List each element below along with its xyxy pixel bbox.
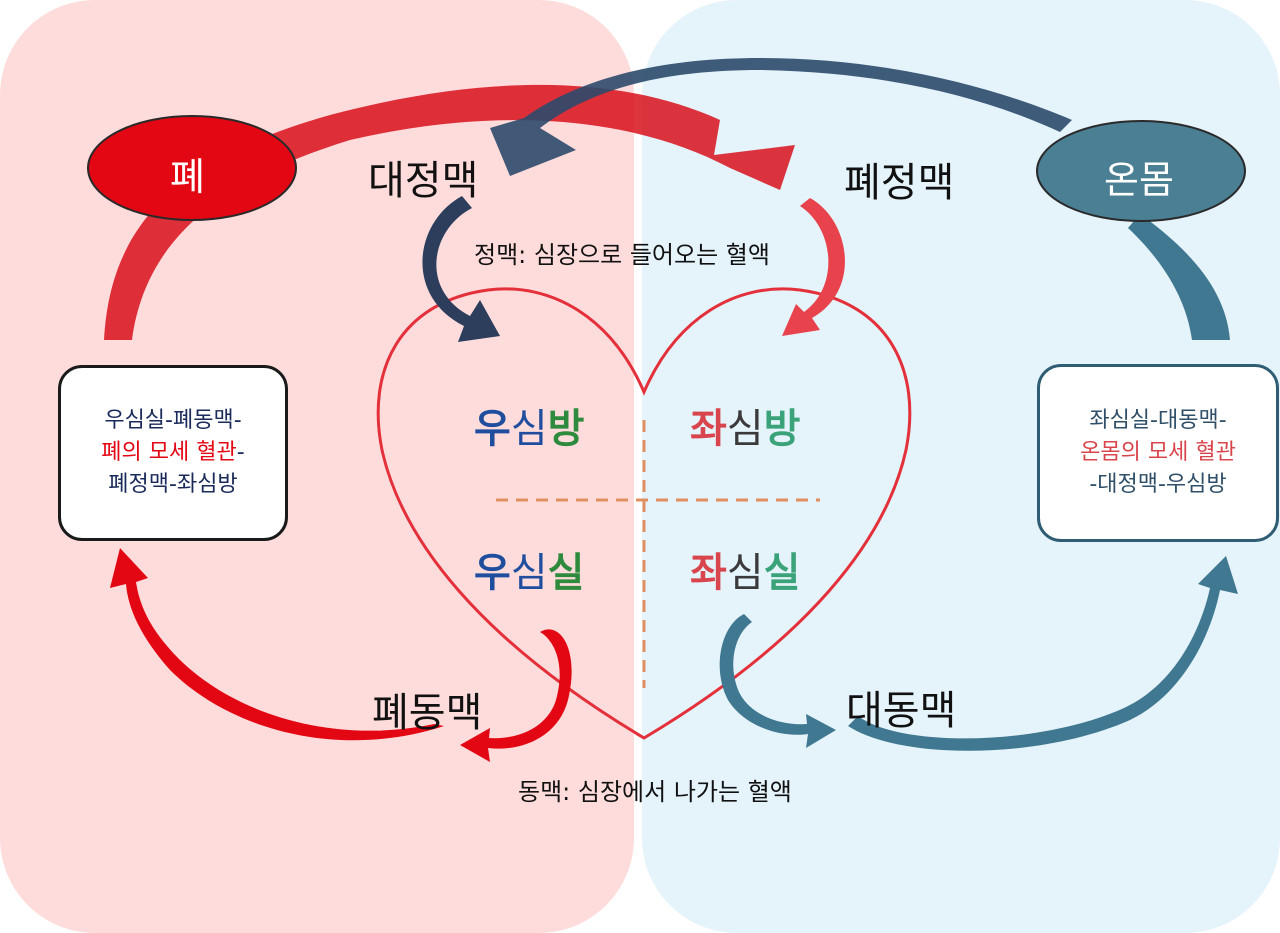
artery-definition-note: 동맥: 심장에서 나가는 혈액 xyxy=(518,778,792,806)
left-ventricle-to-aorta-arrow xyxy=(719,614,836,748)
body-descending-arrow xyxy=(1128,214,1230,340)
left-atrium-suffix: 방 xyxy=(763,406,801,452)
vena-cava-to-right-atrium-arrow xyxy=(422,196,500,342)
left-ventricle-prefix: 좌 xyxy=(690,550,727,596)
left-atrium-label: 좌심방 xyxy=(690,396,800,454)
pulmonary-box-line-1: 우심실-폐동맥- xyxy=(104,408,242,433)
vein-definition-note: 정맥: 심장으로 들어오는 혈액 xyxy=(474,241,770,269)
right-ventricle-label: 우심실 xyxy=(474,540,584,598)
right-ventricle-prefix: 우 xyxy=(474,550,511,596)
right-atrium-mid: 심 xyxy=(510,406,548,452)
systemic-circulation-box: 좌심실-대동맥- 온몸의 모세 혈관 -대정맥-우심방 xyxy=(1037,364,1279,542)
pulmonary-box-line-2-tail: - xyxy=(236,440,245,465)
aorta-to-body-arrow xyxy=(848,556,1238,751)
systemic-box-line-3: -대정맥-우심방 xyxy=(1089,472,1227,497)
systemic-box-capillaries: 온몸의 모세 혈관 xyxy=(1080,440,1236,465)
pulmonary-vein-label: 폐정맥 xyxy=(844,160,955,206)
right-ventricle-mid: 심 xyxy=(510,550,548,596)
pulmonary-circulation-box: 우심실-폐동맥- 폐의 모세 혈관- 폐정맥-좌심방 xyxy=(58,365,288,541)
right-atrium-suffix: 방 xyxy=(547,406,585,452)
pulmonary-box-line-3: 폐정맥-좌심방 xyxy=(108,472,238,497)
lung-ellipse xyxy=(87,115,297,221)
body-ellipse xyxy=(1036,120,1246,222)
pulmonary-box-capillaries: 폐의 모세 혈관 xyxy=(101,440,237,465)
left-atrium-prefix: 좌 xyxy=(690,406,727,452)
aorta-label: 대동맥 xyxy=(846,688,957,734)
right-ventricle-to-pulmonary-artery-arrow xyxy=(460,629,572,762)
right-atrium-label: 우심방 xyxy=(474,396,584,454)
left-ventricle-suffix: 실 xyxy=(763,550,801,596)
pulmonary-box-line-2: 폐의 모세 혈관- xyxy=(101,437,244,469)
body-label: 온몸 xyxy=(1104,158,1174,202)
systemic-circulation-panel xyxy=(642,0,1280,933)
left-ventricle-label: 좌심실 xyxy=(690,540,800,598)
lung-label: 폐 xyxy=(170,155,205,199)
pulmonary-vein-to-left-atrium-arrow xyxy=(782,198,845,336)
systemic-box-line-1: 좌심실-대동맥- xyxy=(1089,408,1227,433)
vena-cava-label: 대정맥 xyxy=(368,158,479,204)
body-to-vena-cava-arrow xyxy=(490,58,1072,176)
right-ventricle-suffix: 실 xyxy=(547,550,585,596)
right-atrium-prefix: 우 xyxy=(474,406,511,452)
pulmonary-artery-label: 폐동맥 xyxy=(372,690,483,736)
left-ventricle-mid: 심 xyxy=(726,550,764,596)
left-atrium-mid: 심 xyxy=(726,406,764,452)
